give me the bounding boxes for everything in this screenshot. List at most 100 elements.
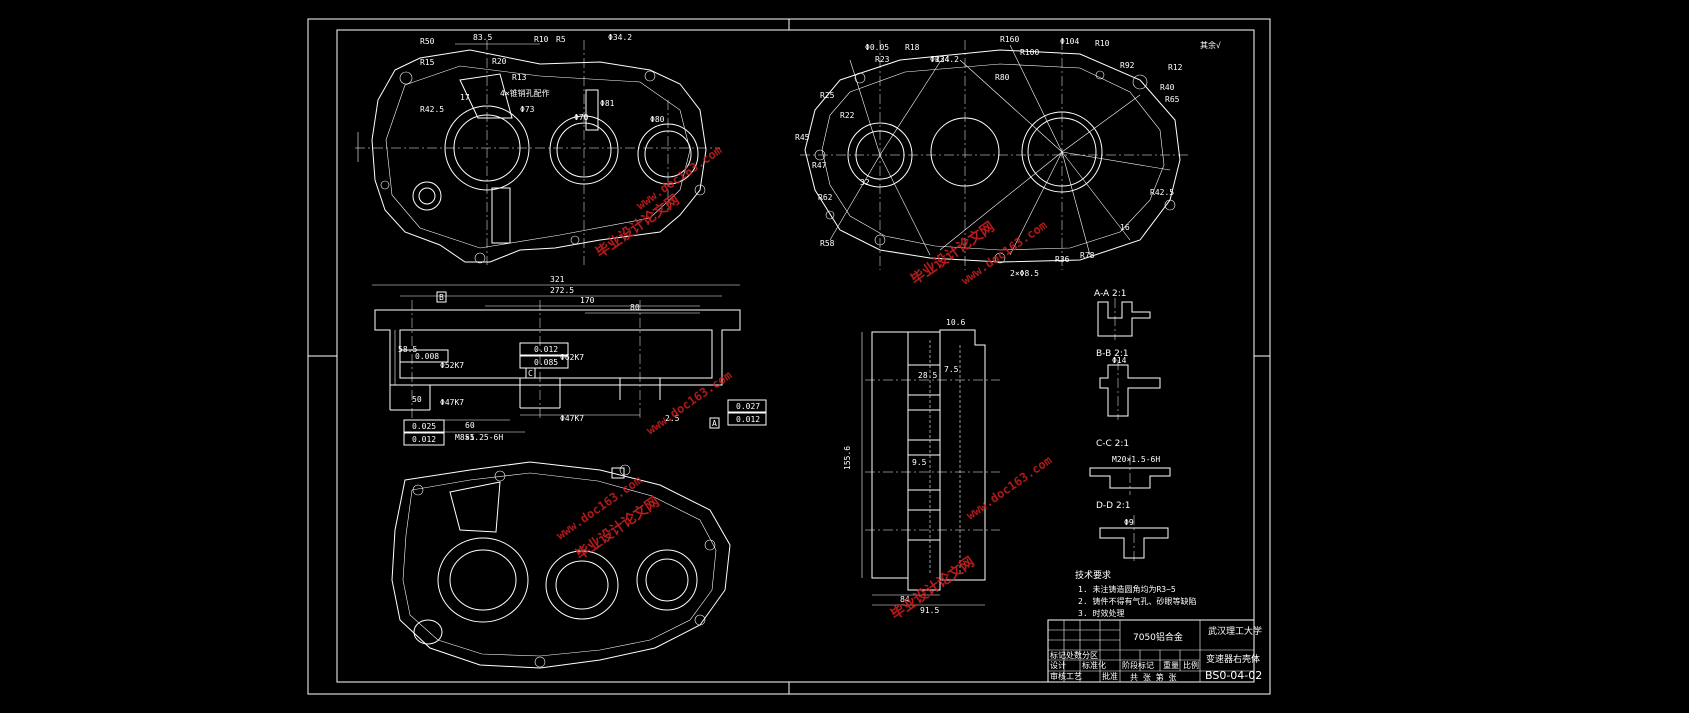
dim-text: R40 [1160,83,1175,92]
dim-text: 2×Φ8.5 [1010,269,1039,278]
detail-title: B-B 2:1 [1096,349,1129,359]
title-cell: 分区 [1082,651,1098,660]
dim-text: R12 [1168,63,1183,72]
title-cell: 重量 [1163,660,1179,670]
dim-text: R50 [420,37,435,46]
dim-text: R45 [795,133,810,142]
dim-text: R23 [875,55,890,64]
title-part-name: 变速器右壳体 [1206,653,1260,665]
dim-text: 4×锥销孔配作 [500,88,550,98]
dim-text: R10 [1095,39,1110,48]
dim-text: R5 [556,35,566,44]
dim-text: R160 [1000,35,1019,44]
dim-text: Φ81 [600,99,615,108]
dim-text: Φ14 [1112,356,1127,365]
title-drawing-no: BS0-04-02 [1205,669,1262,682]
detail-title: C-C 2:1 [1096,439,1129,449]
dim-text: Φ134.2 [930,55,959,64]
datum-label: A [712,419,717,428]
dim-text: M20×1.5-6H [1112,455,1160,464]
front-view-left: R50 83.5 R10 R5 Φ34.2 R15 R20 R13 R42.5 … [355,33,720,265]
dim-text: R92 [1120,61,1135,70]
gdt-value: 0.012 [736,415,760,424]
title-cell: 设计 [1050,660,1066,670]
title-school: 武汉理工大学 [1208,625,1262,637]
dim-text: R20 [492,57,507,66]
tech-req-line: 3. 时效处理 [1078,608,1124,618]
title-cell: 比例 [1183,660,1199,670]
gdt-value: 0.012 [534,345,558,354]
tech-req-line: 2. 铸件不得有气孔、砂眼等缺陷 [1078,596,1196,606]
dim-text: Φ47K7 [440,398,464,407]
dim-text: 84 [900,595,910,604]
gdt-value: 0.027 [736,402,760,411]
dim-text: 91.5 [920,606,939,615]
dim-text: Φ9 [1124,518,1134,527]
title-material: 7050铝合金 [1133,631,1183,643]
tech-req-title: 技术要求 [1075,569,1111,581]
dim-text: 321 [550,275,565,284]
gdt-value: 0.012 [412,435,436,444]
dim-text: 28.5 [918,371,937,380]
title-cell: 标准化 [1082,660,1106,670]
watermark-text: 毕业设计论文网 [908,218,998,288]
gdt-value: 0.008 [415,352,439,361]
technical-requirements: 技术要求 1. 未注铸造圆角均为R3~5 2. 铸件不得有气孔、砂眼等缺陷 3.… [1075,569,1196,618]
dim-text: 55 [465,433,475,442]
dim-text: R22 [840,111,855,120]
dim-text: 7.5 [944,365,959,374]
dim-text: 170 [580,296,595,305]
section-view: 321 272.5 170 80 58.5 Φ52K7 Φ62K7 Φ47K7 … [372,275,767,446]
dim-text: Φ62K7 [560,353,584,362]
dim-text: Φ34.2 [608,33,632,42]
watermarks: 毕业设计论文网 www.doc163.com www.doc163.com 毕业… [554,143,1055,623]
roughness-note: 其余√ [1200,40,1221,50]
gdt-value: 0.085 [534,358,558,367]
dim-text: 60 [465,421,475,430]
dim-text: R58 [820,239,835,248]
dim-text: 80 [630,303,640,312]
dim-text: R24 [935,55,950,64]
title-cell: 标记 [1050,650,1066,660]
dim-text: Φ52K7 [440,361,464,370]
dim-text: Φ0.05 [865,43,889,52]
detail-title: D-D 2:1 [1096,501,1130,511]
dim-text: 155.6 [843,446,852,470]
detail-title: A-A 2:1 [1094,289,1127,299]
dim-text: 16 [1120,223,1130,232]
dim-text: 10.6 [946,318,965,327]
dim-text: R42.5 [1150,188,1174,197]
detail-views: A-A 2:1 B-B 2:1 Φ14 C-C 2:1 M20×1.5-6H D… [1089,289,1171,562]
dim-text: Φ47K7 [560,414,584,423]
dim-text: Φ104 [1060,37,1079,46]
dim-text: R47 [812,161,827,170]
dim-text: 83.5 [473,33,492,42]
title-cell: 审核 [1050,671,1066,681]
dim-text: Φ73 [520,105,535,114]
dim-text: R100 [1020,48,1039,57]
dim-text: R80 [995,73,1010,82]
datum-label: B [439,293,444,302]
dim-text: 272.5 [550,286,574,295]
dim-text: M8×1.25-6H [455,433,503,442]
title-cell: 批准 [1102,671,1118,681]
dim-text: 32 [860,178,870,187]
dim-text: 2.5 [665,414,680,423]
watermark-text: 毕业设计论文网 [573,493,663,563]
dim-text: R62 [818,193,833,202]
title-block: 7050铝合金 武汉理工大学 变速器右壳体 BS0-04-02 阶段标记 重量 … [1047,619,1262,683]
dim-text: R42.5 [420,105,444,114]
side-view: 155.6 28.5 7.5 9.5 10.6 84 91.5 [843,318,1000,615]
dim-text: R15 [420,58,435,67]
datum-label: C [528,369,533,378]
title-cell: 处数 [1066,650,1082,660]
gdt-value: 0.025 [412,422,436,431]
dim-text: Φ80 [650,115,665,124]
dim-text: R78 [1080,251,1095,260]
dim-text: R65 [1165,95,1180,104]
dim-text: 50 [412,395,422,404]
dim-text: R13 [512,73,527,82]
dim-text: 17 [460,93,470,102]
dim-text: R18 [905,43,920,52]
